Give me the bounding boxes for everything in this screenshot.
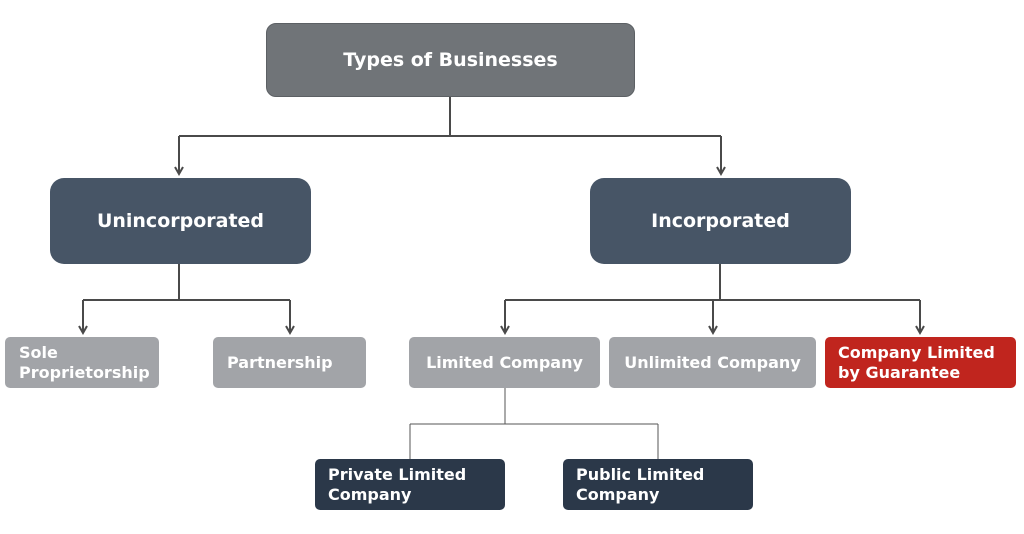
node-label-line1: Company Limited (838, 342, 995, 362)
node-label-line1: Sole (19, 342, 58, 362)
node-label-line2: Proprietorship (19, 362, 150, 382)
node-company-limited-by-guarantee: Company Limited by Guarantee (825, 337, 1016, 388)
node-limited-company: Limited Company (409, 337, 600, 388)
node-private-limited-company: Private Limited Company (315, 459, 505, 510)
node-label: Partnership (227, 352, 333, 372)
node-sole-proprietorship: Sole Proprietorship (5, 337, 159, 388)
node-label: Incorporated (651, 210, 790, 232)
node-label: Unlimited Company (624, 352, 801, 372)
node-label-line2: Company (328, 484, 412, 504)
node-label-line2: by Guarantee (838, 362, 961, 382)
node-label-line1: Private Limited (328, 464, 467, 484)
node-label-line2: Company (576, 484, 660, 504)
connector-root (179, 97, 721, 137)
node-public-limited-company: Public Limited Company (563, 459, 753, 510)
connector-incorporated (505, 264, 920, 301)
connector-limited-company (409, 388, 659, 459)
node-label: Unincorporated (96, 210, 265, 232)
connector-unincorporated (83, 264, 290, 301)
node-unlimited-company: Unlimited Company (609, 337, 816, 388)
node-types-of-businesses: Types of Businesses (266, 23, 635, 97)
node-label-line1: Public Limited (576, 464, 705, 484)
node-label: Types of Businesses (343, 49, 558, 71)
node-partnership: Partnership (213, 337, 366, 388)
node-unincorporated: Unincorporated (50, 178, 311, 264)
node-incorporated: Incorporated (590, 178, 851, 264)
node-label: Limited Company (426, 352, 583, 372)
